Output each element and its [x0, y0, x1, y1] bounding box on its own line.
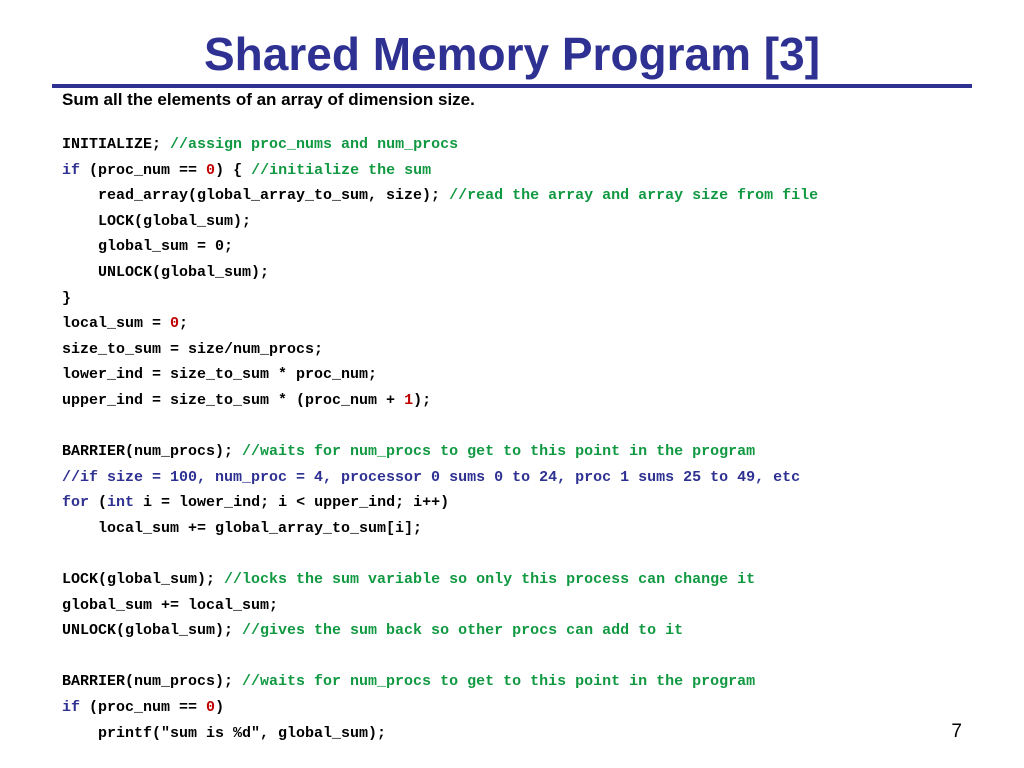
code-text: size_to_sum = size/num_procs; — [62, 340, 324, 358]
code-text: INITIALIZE; — [62, 136, 171, 153]
code-comment: //waits for num_procs to get to this poi… — [242, 443, 756, 461]
code-line: local_sum += global_array_to_sum[i]; — [62, 516, 1002, 542]
code-line: BARRIER(num_procs); //waits for num_proc… — [62, 669, 1002, 695]
code-line: //if size = 100, num_proc = 4, processor… — [62, 465, 1002, 491]
code-line: printf("sum is %d", global_sum); — [62, 721, 1002, 747]
code-block: INITIALIZE; //assign proc_nums and num_p… — [62, 132, 1002, 746]
code-keyword: for — [62, 494, 90, 512]
code-text: printf("sum is %d", global_sum); — [62, 724, 387, 742]
code-text: BARRIER(num_procs); — [62, 443, 243, 461]
code-number: 1 — [404, 391, 414, 409]
code-text: ) — [215, 699, 225, 717]
code-comment: //waits for num_procs to get to this poi… — [242, 673, 756, 691]
code-text: ); — [413, 391, 432, 409]
code-line: upper_ind = size_to_sum * (proc_num + 1)… — [62, 388, 1002, 414]
code-text: UNLOCK(global_sum); — [62, 622, 243, 640]
slide-title: Shared Memory Program [3] — [203, 28, 821, 80]
code-text: ; — [179, 315, 189, 333]
code-line: UNLOCK(global_sum); //gives the sum back… — [62, 618, 1002, 644]
code-comment: //gives the sum back so other procs can … — [242, 622, 684, 640]
code-text: local_sum += global_array_to_sum[i]; — [62, 519, 423, 537]
code-text: local_sum = — [62, 315, 171, 333]
code-comment: //read the array and array size from fil… — [449, 187, 819, 205]
code-line: global_sum += local_sum; — [62, 593, 1002, 619]
code-line: BARRIER(num_procs); //waits for num_proc… — [62, 439, 1002, 465]
code-line: global_sum = 0; — [62, 234, 1002, 260]
code-text: ( — [89, 494, 108, 512]
code-text: global_sum = 0; — [62, 238, 234, 256]
title-divider — [52, 84, 972, 88]
code-text: global_sum += local_sum; — [62, 596, 279, 614]
code-blank-line — [62, 542, 1002, 568]
code-line: } — [62, 286, 1002, 312]
code-comment: //assign proc_nums and num_procs — [170, 136, 459, 153]
code-line: lower_ind = size_to_sum * proc_num; — [62, 362, 1002, 388]
code-line: size_to_sum = size/num_procs; — [62, 337, 1002, 363]
page-number: 7 — [951, 721, 962, 742]
code-number: 0 — [206, 699, 216, 717]
code-line: for (int i = lower_ind; i < upper_ind; i… — [62, 490, 1002, 516]
code-keyword: if — [62, 161, 81, 179]
code-blank-line — [62, 414, 1002, 440]
code-line: INITIALIZE; //assign proc_nums and num_p… — [62, 132, 1002, 158]
code-text: (proc_num == — [80, 161, 207, 179]
code-keyword: if — [62, 699, 81, 717]
slide-subtitle: Sum all the elements of an array of dime… — [62, 90, 475, 109]
code-line: LOCK(global_sum); — [62, 209, 1002, 235]
code-text: BARRIER(num_procs); — [62, 673, 243, 691]
code-number: 0 — [206, 161, 216, 179]
code-text: upper_ind = size_to_sum * (proc_num + — [62, 391, 405, 409]
code-keyword: //if size = 100, num_proc = 4, processor… — [62, 468, 801, 486]
code-text: (proc_num == — [80, 699, 207, 717]
code-text: read_array(global_array_to_sum, size); — [62, 187, 450, 205]
code-line: if (proc_num == 0) — [62, 695, 1002, 721]
code-line: if (proc_num == 0) { //initialize the su… — [62, 158, 1002, 184]
code-text: i = lower_ind; i < upper_ind; i++) — [134, 494, 450, 512]
code-keyword: int — [107, 494, 135, 512]
code-text: LOCK(global_sum); — [62, 571, 225, 589]
code-text: } — [62, 289, 72, 307]
code-text: lower_ind = size_to_sum * proc_num; — [62, 366, 378, 384]
code-text: UNLOCK(global_sum); — [62, 263, 270, 281]
code-comment: //initialize the sum — [251, 161, 432, 179]
code-line: UNLOCK(global_sum); — [62, 260, 1002, 286]
code-number: 0 — [170, 315, 180, 333]
code-text: LOCK(global_sum); — [62, 212, 252, 230]
code-blank-line — [62, 644, 1002, 670]
code-text: ) { — [215, 161, 252, 179]
code-line: LOCK(global_sum); //locks the sum variab… — [62, 567, 1002, 593]
code-line: read_array(global_array_to_sum, size); /… — [62, 183, 1002, 209]
code-line: local_sum = 0; — [62, 311, 1002, 337]
code-comment: //locks the sum variable so only this pr… — [224, 571, 756, 589]
